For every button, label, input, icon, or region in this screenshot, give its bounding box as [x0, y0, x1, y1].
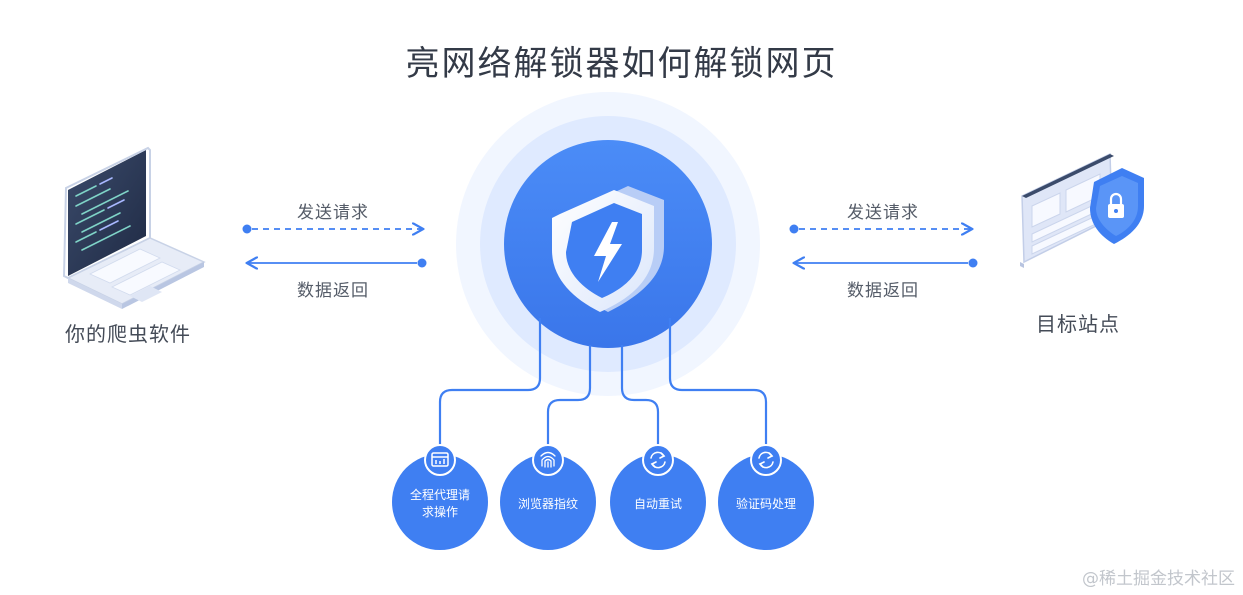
feature-connectors — [438, 318, 768, 446]
refresh-icon — [758, 451, 774, 469]
laptop-code-icon — [62, 146, 206, 309]
right-response-start-dot — [968, 258, 978, 268]
fingerprint-icon — [540, 451, 556, 468]
feature-label-auto-retry: 自动重试 — [633, 497, 682, 511]
connector-feature-4 — [668, 318, 768, 446]
shield-lightning-icon — [552, 186, 664, 312]
right-response-label: 数据返回 — [847, 281, 919, 301]
connector-feature-2 — [546, 345, 592, 446]
feature-label-full-proxy: 全程代理请求操作 — [409, 488, 470, 519]
right-node-label: 目标站点 — [1036, 312, 1120, 336]
connector-feature-3 — [620, 345, 660, 446]
features — [392, 444, 814, 550]
left-request-start-dot — [242, 224, 252, 234]
right-request-label: 发送请求 — [847, 203, 919, 223]
left-response-start-dot — [417, 258, 427, 268]
browser-window-icon — [431, 452, 449, 467]
feature-label-fingerprint: 浏览器指纹 — [517, 497, 578, 511]
refresh-icon — [650, 451, 666, 469]
left-flow — [242, 224, 427, 268]
page-title: 亮网络解锁器如何解锁网页 — [405, 44, 838, 84]
feature-captcha — [718, 444, 814, 550]
left-response-label: 数据返回 — [297, 281, 369, 301]
right-flow — [789, 224, 978, 268]
feature-full-proxy — [392, 444, 488, 550]
connector-feature-1 — [438, 318, 542, 446]
feature-auto-retry — [610, 444, 706, 550]
feature-label-captcha: 验证码处理 — [735, 497, 796, 511]
center-node — [456, 92, 760, 396]
website-lock-icon — [1020, 152, 1144, 268]
left-node-label: 你的爬虫软件 — [65, 322, 191, 346]
left-request-label: 发送请求 — [297, 203, 369, 223]
feature-fingerprint — [500, 444, 596, 550]
watermark: @稀土掘金技术社区 — [1082, 569, 1235, 589]
right-request-start-dot — [789, 224, 799, 234]
